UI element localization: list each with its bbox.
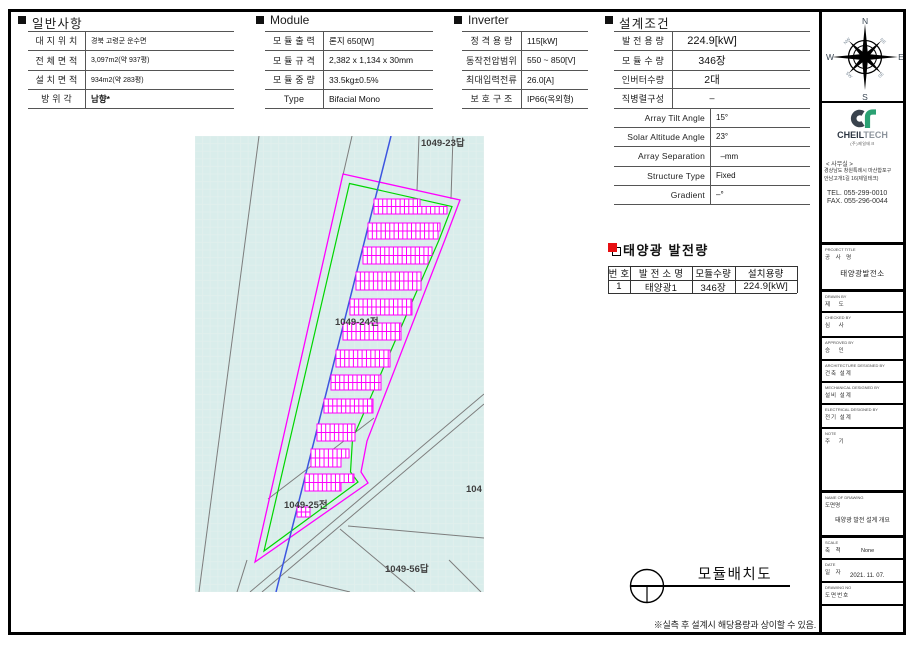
svg-text:NE: NE [879,37,887,45]
svg-text:E: E [898,52,903,62]
svg-text:N: N [862,16,868,26]
svg-text:SW: SW [845,71,854,80]
svg-text:S: S [862,92,868,102]
svg-text:1049-25전: 1049-25전 [284,499,328,511]
svg-text:SE: SE [877,71,885,79]
svg-text:1049-56답: 1049-56답 [385,563,429,575]
svg-text:104: 104 [466,484,483,495]
svg-text:1049-24전: 1049-24전 [335,316,379,328]
svg-text:NW: NW [843,36,852,45]
svg-text:W: W [826,52,834,62]
svg-text:1049-23답: 1049-23답 [421,137,465,149]
